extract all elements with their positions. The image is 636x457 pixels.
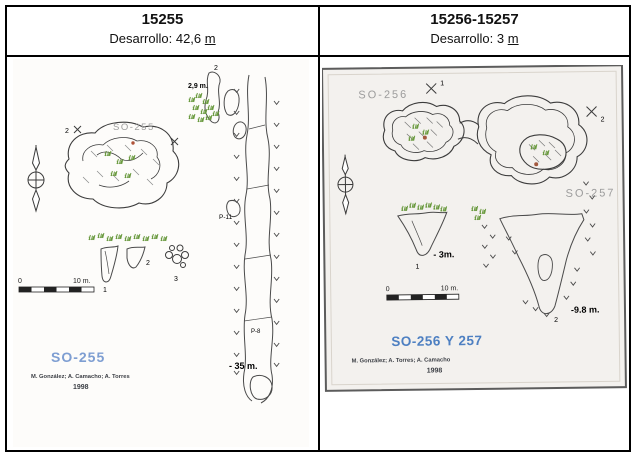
station1-number: 1 <box>440 80 444 87</box>
year-right: 1998 <box>427 367 443 374</box>
table-frame: 15255 Desarrollo: 42,6 m 15256-15257 Des… <box>5 5 631 452</box>
scale-ten-left: 10 m. <box>73 278 91 285</box>
scan-sheet-right: SO-256 1 2 <box>322 65 627 392</box>
scan-inner-edge <box>327 70 621 386</box>
cave-survey-so255: 2 2,9 m. 2 <box>13 59 309 447</box>
header-left: 15255 Desarrollo: 42,6 m <box>7 7 318 55</box>
p8-label: P-8 <box>251 329 261 335</box>
cross-sections-left-map <box>100 245 146 283</box>
cave-plan-so257 <box>476 95 588 185</box>
maps-row: 2 2,9 m. 2 <box>7 57 629 450</box>
authors-right: M. González; A. Torres; A. Camacho <box>352 357 451 364</box>
section1-number: 1 <box>103 287 107 294</box>
survey-station-marks <box>73 125 179 146</box>
section2-number: 2 <box>146 260 150 267</box>
map-cell-so255: 2 2,9 m. 2 <box>7 57 318 450</box>
label-so257-gray: SO-257 <box>565 187 615 200</box>
cave-code-left: 15255 <box>141 11 184 28</box>
cave-plan-so255 <box>64 121 180 209</box>
map-title-blue-right: SO-256 Y 257 <box>391 333 482 349</box>
station-number: 2 <box>65 128 69 135</box>
scan-background-left <box>13 59 309 447</box>
section1-number-right: 1 <box>415 264 419 271</box>
header-right: 15256-15257 Desarrollo: 3 m <box>318 7 629 55</box>
scale-zero-right: 0 <box>386 286 390 293</box>
station2-number: 2 <box>601 116 605 123</box>
depth-right-label: -9.8 m. <box>571 304 600 314</box>
long-passage-profile <box>226 74 274 404</box>
station-dot-256 <box>422 135 427 140</box>
depth-label-left-map: - 35 m. <box>229 361 258 371</box>
development-left-unit: m <box>204 31 216 46</box>
development-right-unit: m <box>507 31 519 46</box>
cross-section-2 <box>499 213 585 315</box>
scale-bar-right: 0 10 m. <box>386 285 460 301</box>
north-arrow-icon-right <box>337 154 354 216</box>
plan-label-gray: SO-255 <box>113 122 155 133</box>
map-cell-so256-257: SO-256 1 2 <box>318 57 629 450</box>
scale-ten-right: 10 m. <box>441 285 459 292</box>
scan-border-right <box>322 65 627 392</box>
depth-left-label: - 3m. <box>433 249 454 259</box>
p11-label: P-11 <box>219 214 233 221</box>
station-dot-plan <box>131 141 135 145</box>
cross-section-1 <box>397 211 448 256</box>
height-note: 2,9 m. <box>188 83 208 90</box>
authors-left: M. González; A. Camacho; A. Torres <box>31 374 130 380</box>
station-dot-257 <box>534 162 539 167</box>
point-number-top: 2 <box>214 65 218 72</box>
boulder-cluster <box>165 244 189 268</box>
development-left: Desarrollo: 42,6 m <box>7 31 318 46</box>
north-arrow-icon <box>27 145 45 213</box>
development-left-text: Desarrollo: 42,6 <box>109 31 202 46</box>
cave-plan-so256 <box>382 101 465 162</box>
cave-survey-so256-257: SO-256 1 2 <box>322 65 627 392</box>
boulders-number: 3 <box>174 276 178 283</box>
section2-number-right: 2 <box>554 317 558 324</box>
year-left: 1998 <box>73 384 89 391</box>
development-right-text: Desarrollo: 3 <box>430 31 505 46</box>
cave-code-right: 15256-15257 <box>430 11 519 28</box>
header-row: 15255 Desarrollo: 42,6 m 15256-15257 Des… <box>7 7 629 57</box>
passage-neck <box>457 120 480 145</box>
map-title-blue-left: SO-255 <box>51 349 105 365</box>
development-right: Desarrollo: 3 m <box>320 31 629 46</box>
label-so256-gray: SO-256 <box>358 89 408 102</box>
survey-station-marks-right <box>425 83 597 117</box>
scale-bar-left: 0 10 m. <box>18 278 95 293</box>
scale-zero-left: 0 <box>18 278 22 285</box>
